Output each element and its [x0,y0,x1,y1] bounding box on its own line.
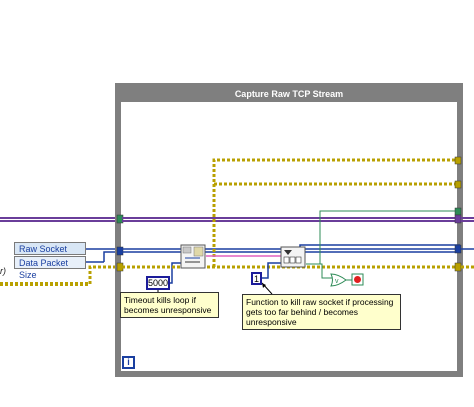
green-wire-to-or[interactable] [306,263,332,279]
comment-arrow-kill [261,282,273,295]
tunnel-purple-right[interactable] [454,214,462,224]
timeout-constant[interactable]: 5000 [146,276,170,290]
tunnel-blue-right[interactable] [454,244,462,254]
tunnel-error-top-right[interactable] [454,156,462,165]
tcp-read-node-icon[interactable] [180,244,206,269]
svg-text:v: v [335,278,339,285]
queue-enqueue-node-icon[interactable] [280,246,306,268]
error-wire-left-up[interactable] [88,265,122,284]
while-loop-frame[interactable] [115,83,463,377]
frame-title-bar [120,87,458,102]
tunnel-green-right[interactable] [454,207,462,216]
blue-wire-kill-constant[interactable] [262,262,282,279]
tunnel-error-mid-right[interactable] [454,180,462,189]
raw-socket-label[interactable]: Raw Socket [14,242,86,255]
stop-terminal-icon[interactable] [351,273,364,286]
tunnel-blue-left[interactable] [116,246,124,256]
green-wire[interactable] [319,210,460,264]
partial-left-label: r) [0,266,6,276]
or-function-icon[interactable]: v [330,273,347,287]
frame-title: Capture Raw TCP Stream [234,89,344,99]
loop-iteration-info-icon[interactable]: i [122,356,135,369]
blue-wire-timeout[interactable] [170,262,182,284]
data-packet-size-label[interactable]: Data Packet Size [14,256,86,280]
error-wire-up[interactable] [212,158,460,267]
tunnel-error-right[interactable] [454,262,462,272]
kill-constant[interactable]: 1 [251,272,262,285]
kill-socket-comment: Function to kill raw socket if processin… [242,294,401,330]
timeout-comment: Timeout kills loop if becomes unresponsi… [120,292,219,318]
